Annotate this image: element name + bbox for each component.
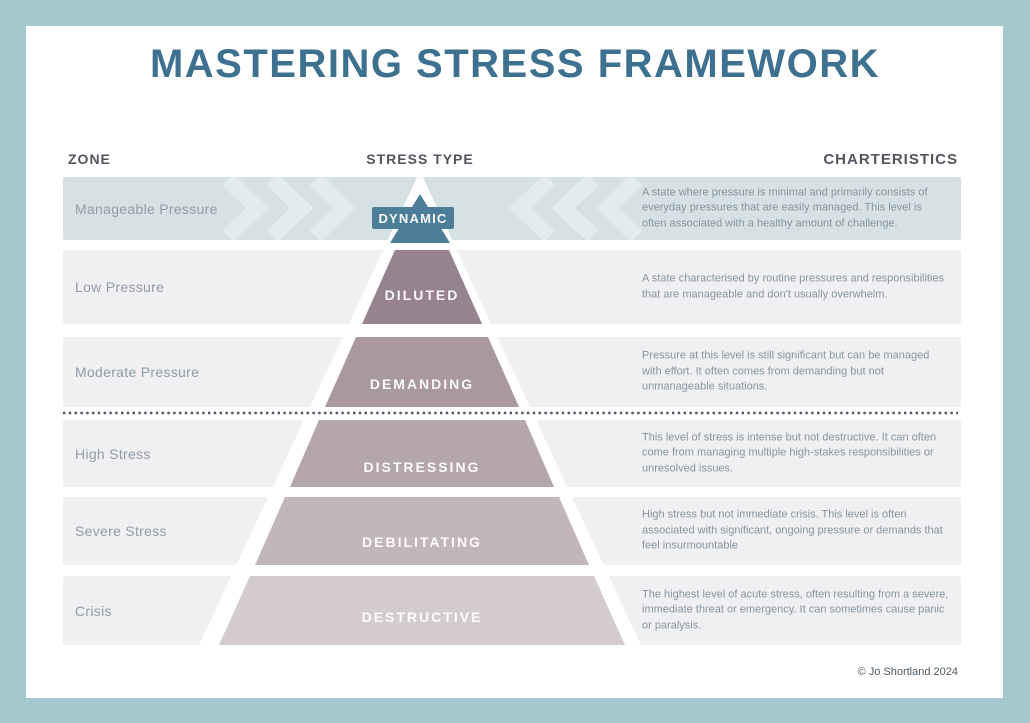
zone-label: Manageable Pressure — [75, 200, 218, 217]
zone-label: Moderate Pressure — [75, 364, 200, 380]
characteristics-text: Pressure at this level is still signific… — [642, 349, 930, 393]
zone-label: Crisis — [75, 602, 112, 619]
characteristics-text: High stress but not immediate crisis. Th… — [642, 508, 943, 552]
zone-label: Low Pressure — [75, 279, 165, 295]
column-header-characteristics: CHARTERISTICS — [823, 151, 958, 168]
zone-label: Severe Stress — [75, 523, 167, 539]
characteristics-text: This level of stress is intense but not … — [642, 431, 937, 475]
zone-row-severe-stress: Severe Stress High stress but not immedi… — [63, 497, 961, 565]
characteristics-text: The highest level of acute stress, often… — [642, 588, 949, 632]
page-title: MASTERING STRESS FRAMEWORK — [149, 42, 881, 86]
characteristics-text: A state characterised by routine pressur… — [642, 272, 945, 300]
zone-row-low-pressure: Low Pressure A state characterised by ro… — [63, 250, 961, 324]
zone-label: High Stress — [75, 445, 151, 462]
column-header-zone: ZONE — [68, 151, 111, 167]
column-header-stress-type: STRESS TYPE — [366, 151, 474, 167]
zone-row-moderate-pressure: Moderate Pressure Pressure at this level… — [63, 337, 961, 407]
zone-row-manageable-pressure: Manageable Pressure A state where pressu… — [63, 177, 961, 240]
characteristics-text: A state where pressure is minimal and pr… — [642, 186, 928, 230]
copyright-text: © Jo Shortland 2024 — [857, 666, 958, 678]
zone-row-crisis: Crisis The highest level of acute stress… — [63, 576, 961, 645]
zone-row-high-stress: High Stress This level of stress is inte… — [63, 420, 961, 487]
